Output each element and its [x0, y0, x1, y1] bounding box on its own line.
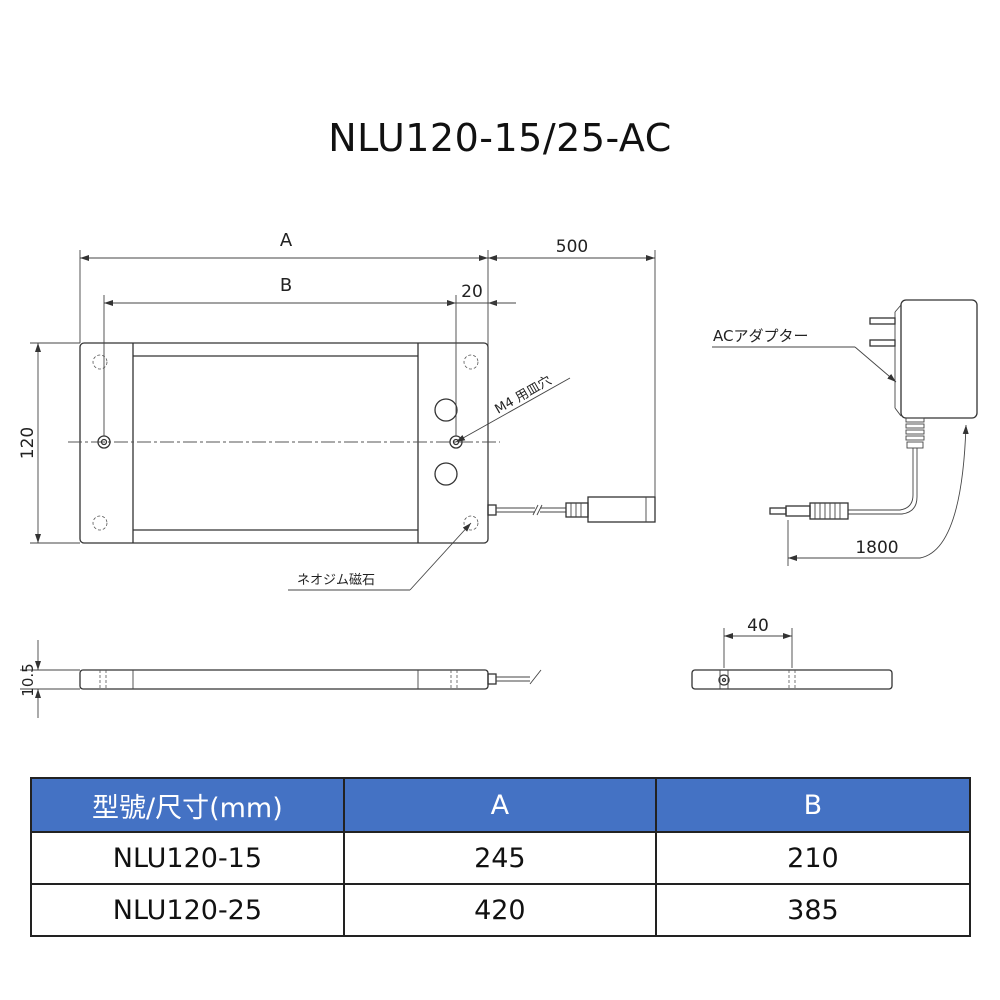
top-view-body — [79, 342, 489, 544]
magnet-icon — [92, 354, 108, 370]
adapter-label: ACアダプター — [713, 327, 808, 345]
table-header-model: 型號/尺寸(mm) — [30, 777, 345, 833]
plug-prong-icon — [869, 339, 896, 347]
drawing-title: NLU120-15/25-AC — [328, 116, 672, 160]
connector-end-icon — [718, 674, 730, 686]
knob-icon — [434, 398, 458, 422]
adapter-cable-label: 1800 — [855, 538, 898, 558]
table-cell-model: NLU120-25 — [30, 883, 345, 937]
spec-table: 型號/尺寸(mm) A B NLU120-15 245 210 NLU120-2… — [30, 777, 972, 937]
table-header-b: B — [654, 777, 972, 833]
table-cell-a: 245 — [342, 831, 657, 885]
side-view-body — [79, 669, 489, 690]
magnet-label: ネオジム磁石 — [297, 573, 375, 588]
dim-b-label: B — [280, 275, 292, 296]
table-row: NLU120-25 420 385 — [30, 883, 972, 937]
knob-icon — [434, 462, 458, 486]
top-view — [30, 250, 656, 591]
table-header-row: 型號/尺寸(mm) A B — [30, 777, 972, 833]
mount-hole-label: M4 用皿穴 — [493, 373, 555, 417]
edge-offset-label: 20 — [461, 282, 483, 302]
magnet-icon — [92, 515, 108, 531]
side-view-front — [20, 640, 542, 718]
table-cell-b: 210 — [654, 831, 972, 885]
adapter-icon — [900, 299, 978, 419]
table-cell-model: NLU120-15 — [30, 831, 345, 885]
technical-drawing: A B 500 20 120 M4 用皿穴 ネオジム磁石 — [18, 230, 978, 718]
end-view-body — [691, 669, 893, 690]
dim-a-label: A — [280, 230, 293, 251]
connector-icon — [565, 502, 589, 518]
magnet-icon — [463, 354, 479, 370]
cable-length-label: 500 — [556, 237, 588, 257]
table-header-a: A — [342, 777, 657, 833]
height-label: 120 — [18, 427, 38, 459]
side-view-end — [691, 628, 893, 690]
thickness-label: 10.5 — [19, 663, 37, 696]
table-row: NLU120-15 245 210 — [30, 831, 972, 885]
table-cell-b: 385 — [654, 883, 972, 937]
side-width-label: 40 — [747, 616, 769, 636]
table-cell-a: 420 — [342, 883, 657, 937]
plug-prong-icon — [869, 317, 896, 325]
ac-adapter — [712, 299, 978, 566]
